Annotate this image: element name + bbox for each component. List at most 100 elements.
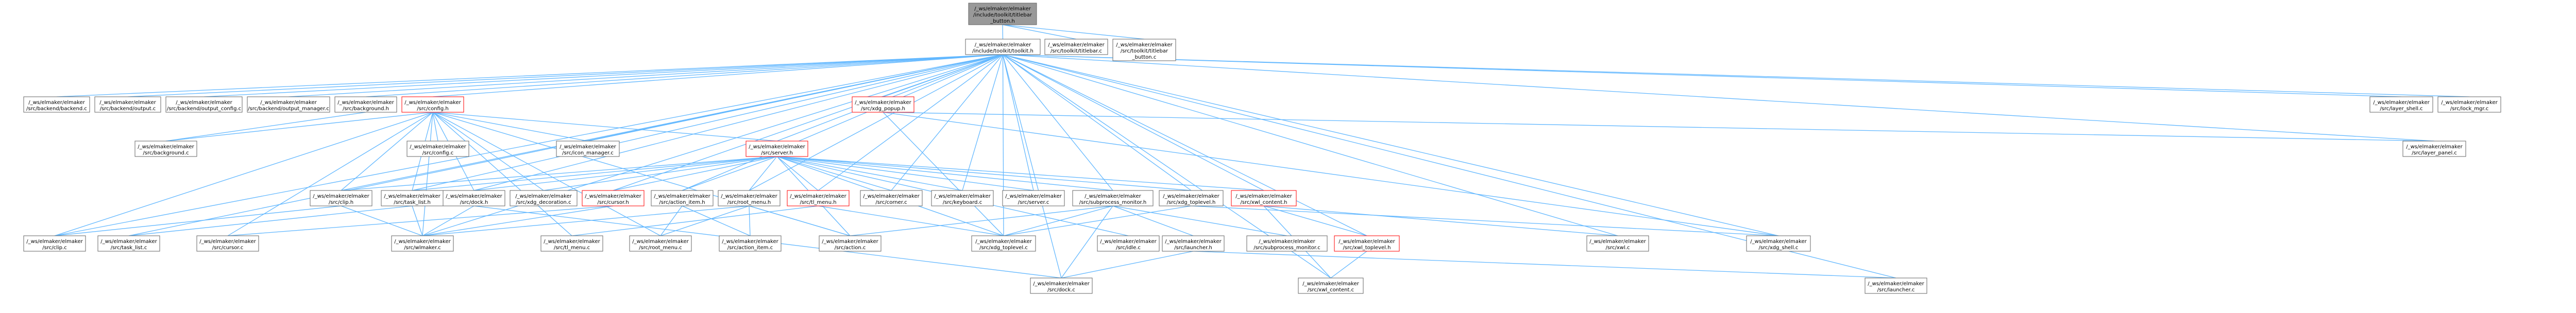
node-label-line: /src/keyboard.c: [943, 200, 982, 205]
node-tl-menu-h[interactable]: /_ws/elmaker/elmaker/src/tl_menu.h: [787, 190, 850, 206]
node-label-line: /_ws/elmaker/elmaker: [1235, 194, 1292, 199]
edge-toolkit_h-to-backend_output_c: [127, 54, 1003, 97]
edge-config_h-to-background_c: [165, 112, 433, 142]
edge-server_h-to-keyboard_c: [776, 156, 963, 191]
edge-server_h-to-clip_h: [341, 156, 777, 191]
node-label-line: /_ws/elmaker/elmaker: [404, 100, 461, 106]
edge-root_menu_h-to-action_c: [749, 205, 851, 236]
node-dock-c[interactable]: /_ws/elmaker/elmaker/src/dock.c: [1030, 277, 1093, 294]
edge-server_h-to-task_list_h: [412, 156, 777, 191]
node-xdg-popup-h[interactable]: /_ws/elmaker/elmaker/src/xdg_popup.h: [852, 96, 914, 113]
edge-toolkit_h-to-keyboard_c: [962, 54, 1004, 191]
edge-xwl_content_h-to-xwl_toplevel_h: [1263, 205, 1367, 236]
edge-subprocess_monitor_h-to-subprocess_monitor_c: [1112, 205, 1287, 236]
edge-root_menu_h-to-root_menu_c: [660, 205, 750, 236]
node-label-line: /src/action.c: [835, 245, 866, 251]
node-lock-mgr-c[interactable]: /_ws/elmaker/elmaker/src/lock_mgr.c: [2437, 96, 2501, 113]
node-box: [556, 141, 620, 157]
node-label-line: /src/xdg_shell.c: [1759, 245, 1799, 251]
node-xdg-decoration-c[interactable]: /_ws/elmaker/elmaker/src/xdg_decoration.…: [510, 190, 578, 206]
node-label-line: /src/server.h: [761, 150, 793, 156]
node-root-menu-h[interactable]: /_ws/elmaker/elmaker/src/root_menu.h: [718, 190, 781, 206]
node-xwl-content-h[interactable]: /_ws/elmaker/elmaker/src/xwl_content.h: [1231, 190, 1297, 206]
edge-server_h-to-xwl_content_h: [776, 156, 1264, 191]
node-focus[interactable]: /_ws/elmaker/elmaker/include/toolkit/tit…: [968, 3, 1037, 25]
node-clip-h[interactable]: /_ws/elmaker/elmaker/src/clip.h: [310, 190, 372, 206]
node-toolkit-h[interactable]: /_ws/elmaker/elmaker/include/toolkit/too…: [965, 39, 1041, 55]
node-layer-panel-c[interactable]: /_ws/elmaker/elmaker/src/layer_panel.c: [2402, 141, 2466, 157]
node-box: [931, 190, 994, 206]
node-label-line: /_ws/elmaker/elmaker: [2406, 144, 2463, 150]
node-dock-h[interactable]: /_ws/elmaker/elmaker/src/dock.h: [443, 190, 505, 206]
node-icon-manager-c[interactable]: /_ws/elmaker/elmaker/src/icon_manager.c: [556, 141, 620, 157]
node-xdg-toplevel-c[interactable]: /_ws/elmaker/elmaker/src/xdg_toplevel.c: [971, 235, 1036, 252]
node-config-c[interactable]: /_ws/elmaker/elmaker/src/config.c: [406, 141, 469, 157]
edge-config_h-to-server_h: [432, 112, 777, 142]
node-task-list-h[interactable]: /_ws/elmaker/elmaker/src/task_list.h: [381, 190, 444, 206]
edge-toolkit_h-to-backend_output_manager_c: [288, 54, 1003, 97]
edge-server_h-to-xdg_decoration_c: [543, 156, 777, 191]
node-action-item-c[interactable]: /_ws/elmaker/elmaker/src/action_item.c: [719, 235, 782, 252]
node-root-menu-c[interactable]: /_ws/elmaker/elmaker/src/root_menu.c: [629, 235, 692, 252]
node-wlmaker-c[interactable]: /_ws/elmaker/elmaker/src/wlmaker.c: [391, 235, 454, 252]
node-label-line: /src/tl_menu.h: [800, 200, 836, 205]
node-task-list-c[interactable]: /_ws/elmaker/elmaker/src/task_list.c: [97, 235, 160, 252]
node-box: [401, 96, 464, 113]
node-launcher-h[interactable]: /_ws/elmaker/elmaker/src/launcher.h: [1162, 235, 1225, 252]
node-subprocess-monitor-h[interactable]: /_ws/elmaker/elmaker/src/subprocess_moni…: [1072, 190, 1154, 206]
node-corner-c[interactable]: /_ws/elmaker/elmaker/src/corner.c: [860, 190, 923, 206]
node-subprocess-monitor-c[interactable]: /_ws/elmaker/elmaker/src/subprocess_moni…: [1246, 235, 1328, 252]
node-xwl-toplevel-h[interactable]: /_ws/elmaker/elmaker/src/xwl_toplevel.h: [1334, 235, 1400, 252]
node-titlebar-button-c[interactable]: /_ws/elmaker/elmaker/src/toolkit/titleba…: [1112, 39, 1176, 61]
node-background-h[interactable]: /_ws/elmaker/elmaker/src/background.h: [334, 96, 397, 113]
node-config-h[interactable]: /_ws/elmaker/elmaker/src/config.h: [401, 96, 464, 113]
node-titlebar-c[interactable]: /_ws/elmaker/elmaker/src/toolkit/titleba…: [1044, 39, 1108, 55]
node-action-c[interactable]: /_ws/elmaker/elmaker/src/action.c: [819, 235, 882, 252]
node-launcher-c[interactable]: /_ws/elmaker/elmaker/src/launcher.c: [1865, 277, 1927, 294]
node-box: [97, 235, 160, 252]
node-background-c[interactable]: /_ws/elmaker/elmaker/src/background.c: [134, 141, 197, 157]
node-label-line: /src/xwl_content.h: [1240, 200, 1287, 205]
node-layer-shell-c[interactable]: /_ws/elmaker/elmaker/src/layer_shell.c: [2369, 96, 2433, 113]
node-label-line: /_ws/elmaker/elmaker: [721, 194, 777, 199]
node-idle-c[interactable]: /_ws/elmaker/elmaker/src/idle.c: [1097, 235, 1160, 252]
edge-toolkit_h-to-xwl_c: [1003, 54, 1618, 236]
edge-toolkit_h-to-task_list_h: [412, 54, 1003, 191]
node-label-line: /src/launcher.h: [1174, 245, 1212, 251]
node-backend-output-c[interactable]: /_ws/elmaker/elmaker/src/backend/output.…: [94, 96, 161, 113]
node-xdg-toplevel-h[interactable]: /_ws/elmaker/elmaker/src/xdg_toplevel.h: [1159, 190, 1224, 206]
node-label-line: /_ws/elmaker/elmaker: [855, 100, 911, 106]
node-box: [23, 235, 86, 252]
node-label-line: /_ws/elmaker/elmaker: [2441, 100, 2498, 106]
node-cursor-h[interactable]: /_ws/elmaker/elmaker/src/cursor.h: [582, 190, 645, 206]
node-backend-output-config-c[interactable]: /_ws/elmaker/elmaker/src/backend/output_…: [165, 96, 243, 113]
node-backend-c[interactable]: /_ws/elmaker/elmaker/src/backend/backend…: [23, 96, 90, 113]
node-tl-menu-c[interactable]: /_ws/elmaker/elmaker/src/tl_menu.c: [540, 235, 603, 252]
node-label-line: /_ws/elmaker/elmaker: [384, 194, 440, 199]
node-box: [334, 96, 397, 113]
node-keyboard-c[interactable]: /_ws/elmaker/elmaker/src/keyboard.c: [931, 190, 994, 206]
edge-toolkit_h-to-corner_c: [891, 54, 1004, 191]
edge-root_menu_h-to-wlmaker_c: [422, 205, 750, 236]
edge-toolkit_h-to-config_h: [432, 54, 1003, 97]
node-label-line: /src/corner.c: [875, 200, 907, 205]
node-label-line: /src/background.c: [143, 150, 189, 156]
node-box: [745, 141, 808, 157]
node-clip-c[interactable]: /_ws/elmaker/elmaker/src/clip.c: [23, 235, 86, 252]
node-xwl-content-c[interactable]: /_ws/elmaker/elmaker/src/xwl_content.c: [1298, 277, 1364, 294]
node-cursor-c[interactable]: /_ws/elmaker/elmaker/src/cursor.c: [196, 235, 259, 252]
node-server-c[interactable]: /_ws/elmaker/elmaker/src/server.c: [1002, 190, 1065, 206]
node-label-line: /_ws/elmaker/elmaker: [446, 194, 502, 199]
node-label-line: /src/backend/backend.c: [26, 106, 87, 112]
edge-toolkit_h-to-xdg_toplevel_h: [1003, 54, 1192, 191]
edge-focus-to-titlebar_button_c: [1002, 24, 1145, 40]
node-box: [1159, 190, 1224, 206]
edge-subprocess_monitor_h-to-launcher_h: [1112, 205, 1194, 236]
node-box: [852, 96, 914, 113]
node-action-item-h[interactable]: /_ws/elmaker/elmaker/src/action_item.h: [651, 190, 714, 206]
node-xwl-c[interactable]: /_ws/elmaker/elmaker/src/xwl.c: [1586, 235, 1649, 252]
node-server-h[interactable]: /_ws/elmaker/elmaker/src/server.h: [745, 141, 808, 157]
node-backend-output-manager-c[interactable]: /_ws/elmaker/elmaker/src/backend/output_…: [247, 96, 330, 113]
node-xdg-shell-c[interactable]: /_ws/elmaker/elmaker/src/xdg_shell.c: [1746, 235, 1811, 252]
edge-server_h-to-root_menu_h: [749, 156, 777, 191]
